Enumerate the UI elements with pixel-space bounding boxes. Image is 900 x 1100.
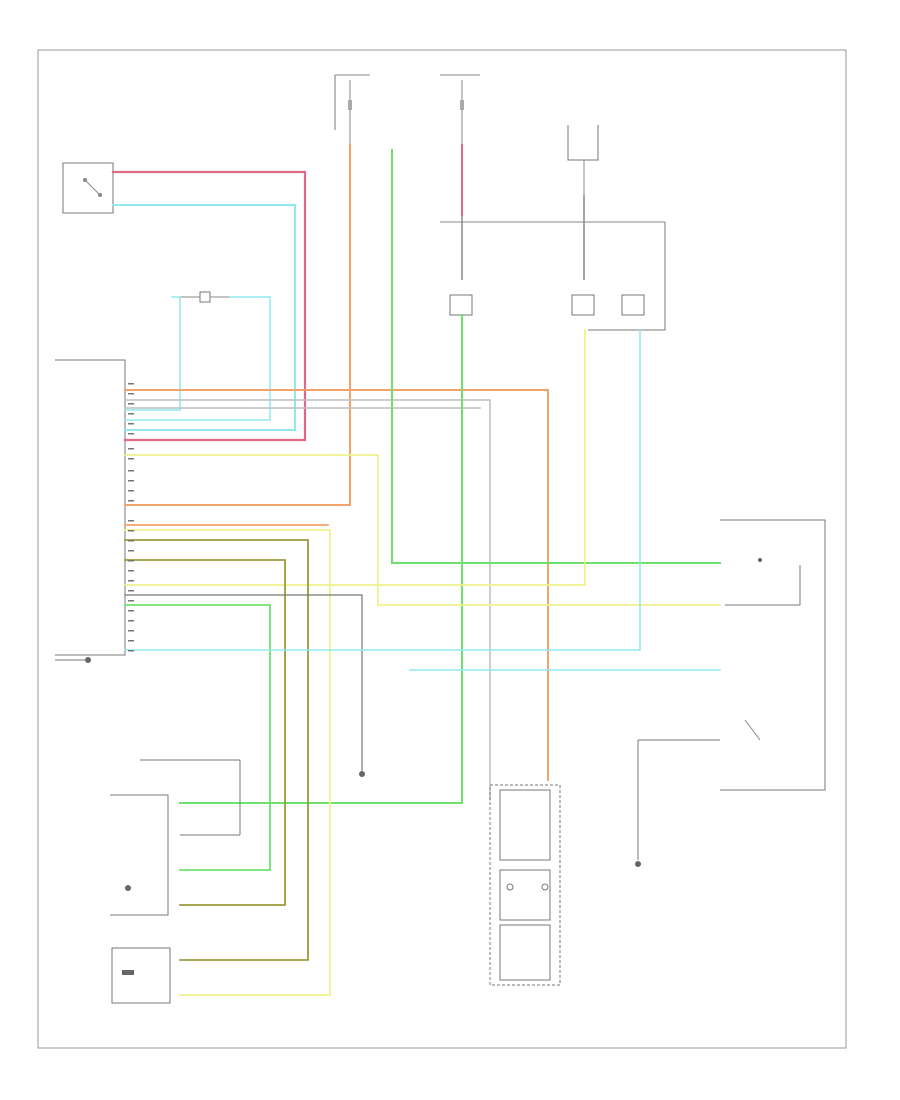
wire-yellow-1 [124, 454, 721, 606]
wire-green-driver [179, 314, 463, 804]
module-pin-row [128, 383, 134, 652]
instrument-cluster [440, 160, 666, 331]
driver-buckle [110, 759, 241, 916]
wire-green-lower [124, 604, 271, 871]
cluster-lamp-left [449, 294, 473, 316]
wire-cyan-dlc2 [124, 296, 181, 411]
wire-orange-1 [124, 144, 351, 506]
switch-icon [125, 885, 131, 891]
fuse-box-left [334, 74, 370, 145]
wire-gray-1 [124, 399, 491, 801]
passenger-switch [62, 162, 114, 214]
restraint-module [55, 359, 126, 663]
wires [111, 144, 721, 996]
fuse-icon [348, 100, 352, 110]
switch-icon [122, 970, 134, 975]
wire-cyan-dlc [124, 296, 271, 421]
wire-cyan-top [112, 204, 296, 431]
fuse-icon [460, 100, 464, 110]
ground-1 [359, 771, 365, 777]
cluster-lamp-mid [571, 294, 595, 316]
generator [567, 125, 599, 161]
clockspring [489, 784, 561, 986]
wire-cyan-lower [124, 329, 641, 651]
wire-pink [111, 170, 307, 442]
fuse-box-right [440, 74, 480, 145]
wire-green-top [391, 149, 721, 564]
ground-icon [85, 657, 91, 663]
wire-dark-ground [124, 594, 363, 771]
passenger-airbag [635, 519, 826, 867]
wire-olive-1 [124, 539, 309, 961]
wire-yellow-2 [124, 329, 586, 586]
ground-icon [359, 771, 365, 777]
wire-yellow-3 [124, 529, 331, 996]
passenger-buckle [111, 947, 171, 1004]
diagram-border [37, 49, 847, 1049]
cluster-lamp-right [621, 294, 645, 316]
wire-olive-2 [124, 559, 286, 906]
ground-icon [635, 861, 641, 867]
